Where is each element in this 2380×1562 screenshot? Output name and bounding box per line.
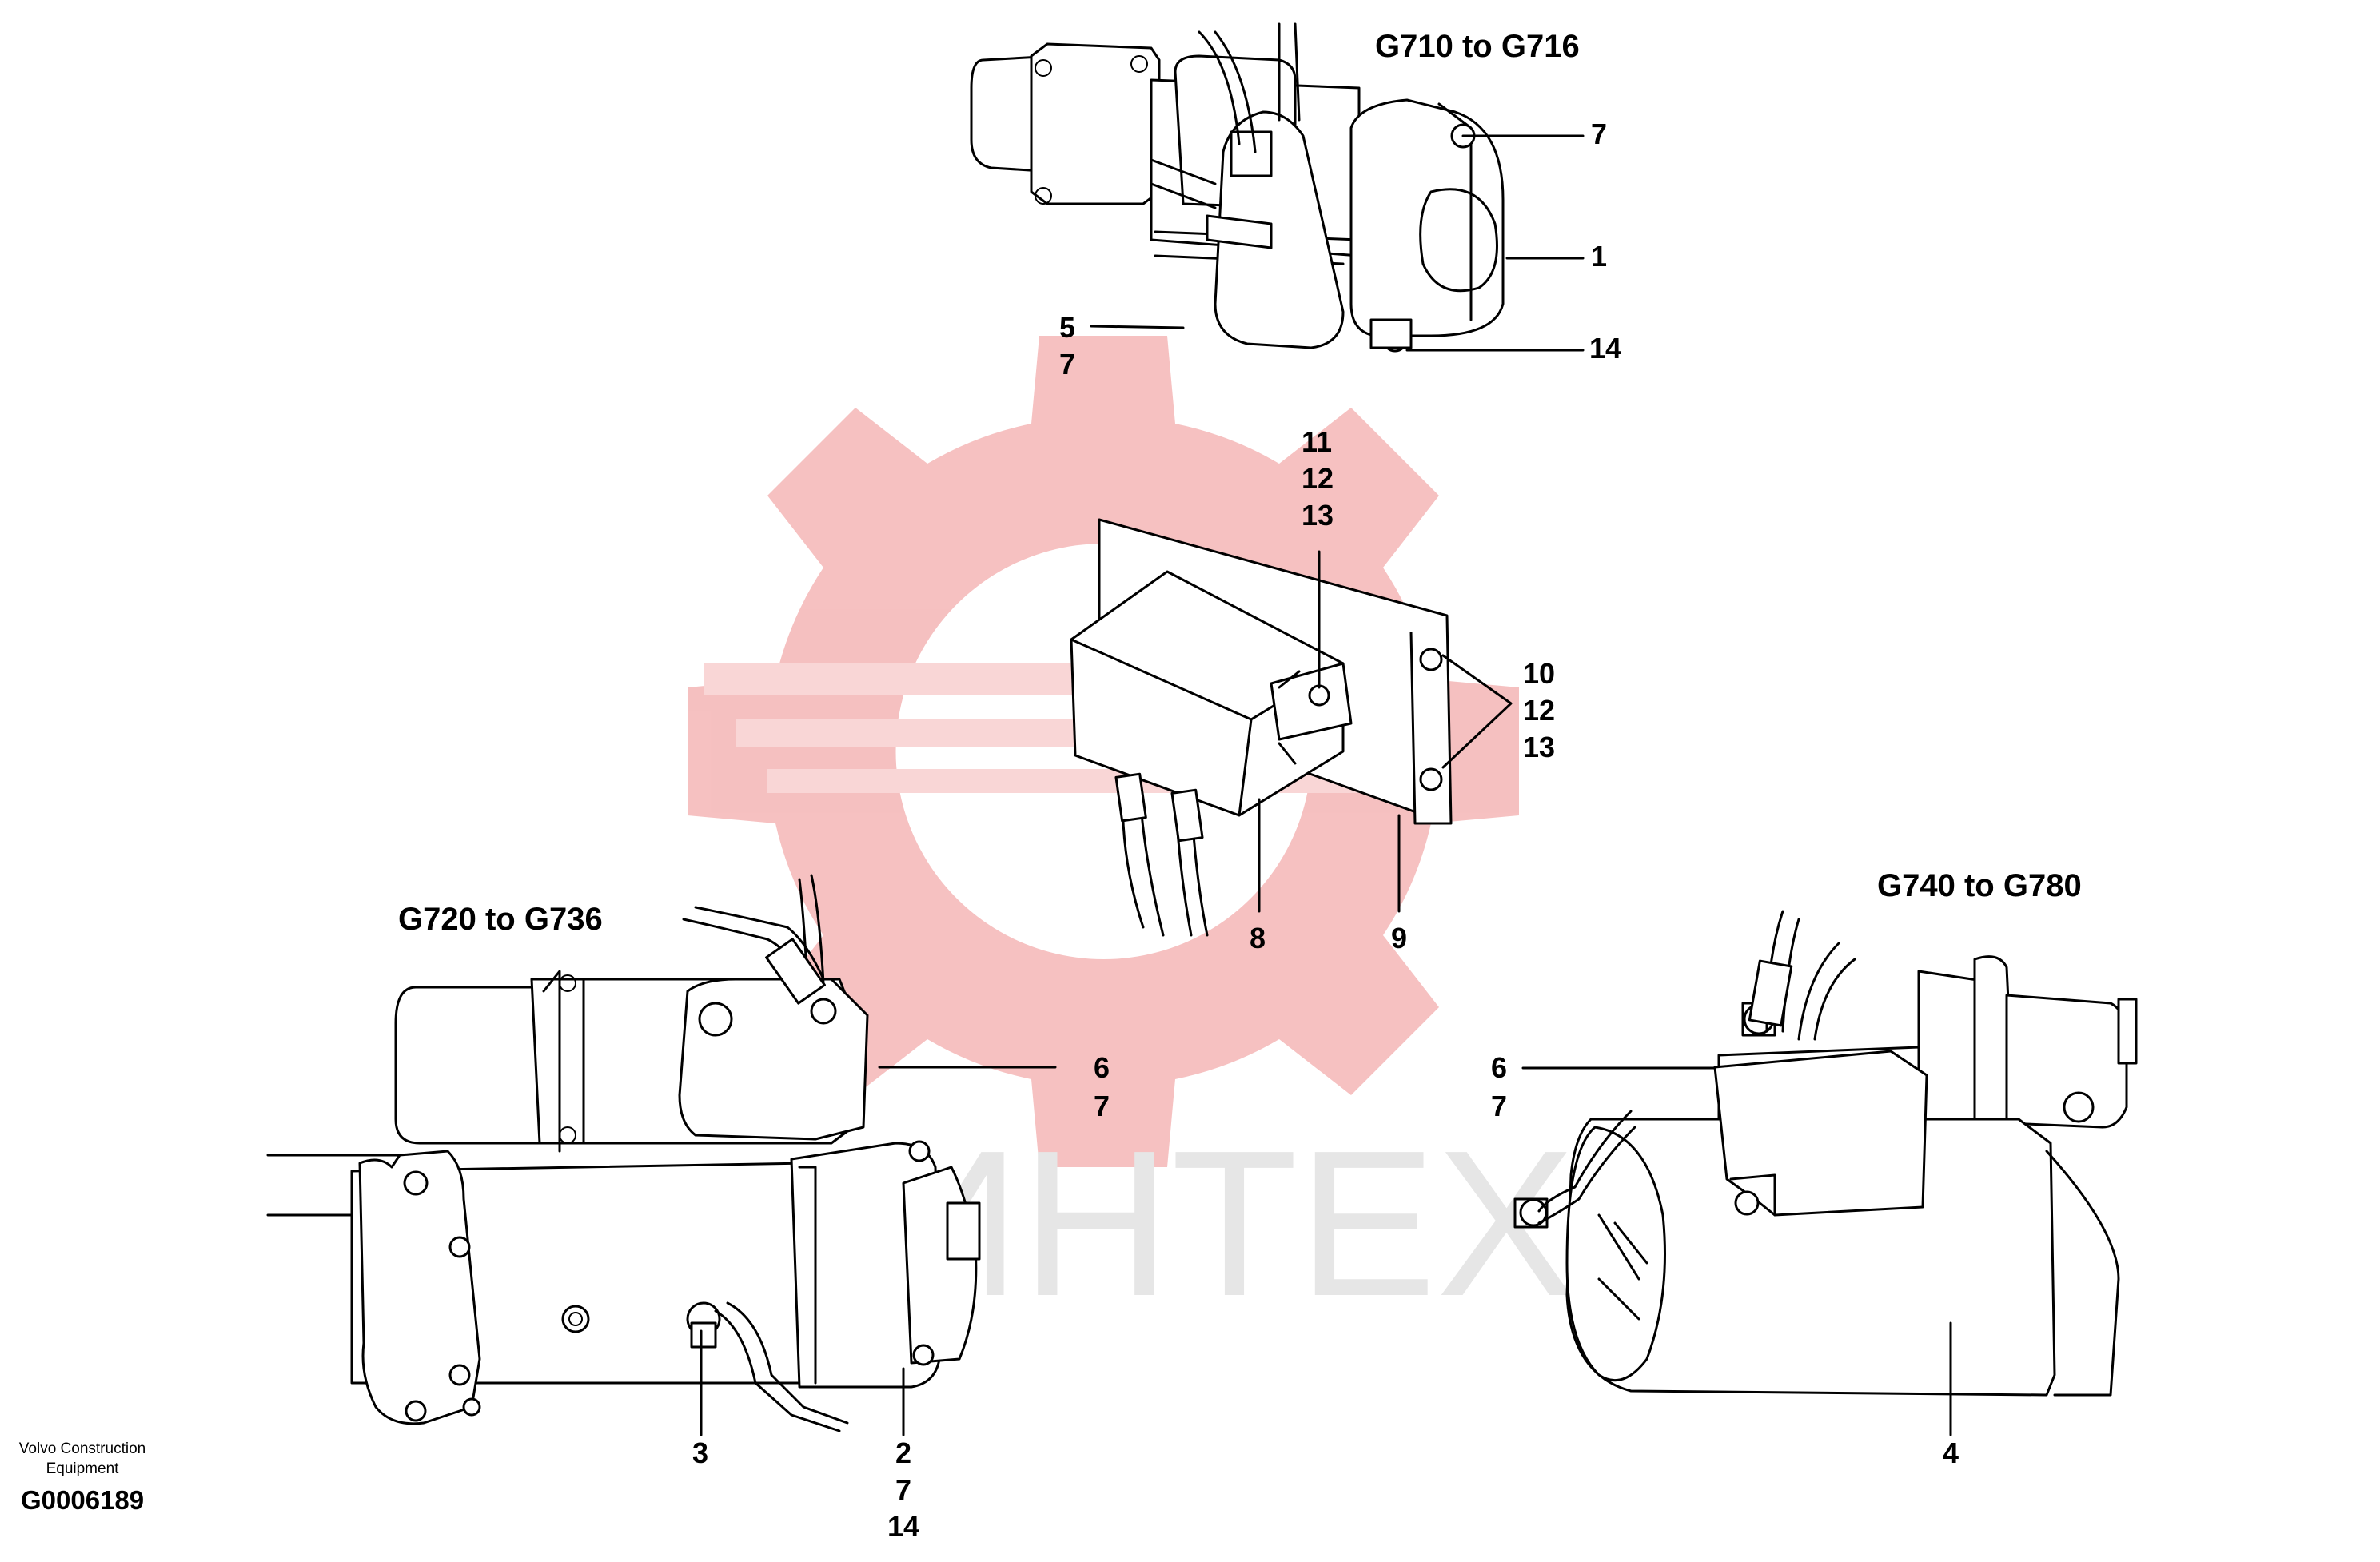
callout-mid-10: 10 (1523, 657, 1556, 690)
callout-left-3: 3 (692, 1436, 709, 1469)
callout-mid-13: 13 (1302, 499, 1334, 532)
callout-left-2-7: 7 (895, 1473, 912, 1506)
callout-mid-9: 9 (1391, 922, 1408, 954)
callout-mid-11: 11 (1302, 425, 1333, 458)
callout-left-7: 7 (1094, 1090, 1110, 1122)
starter-motor-right-icon (1513, 910, 2138, 1397)
title-g740-g780: G740 to G780 (1877, 868, 2082, 903)
callout-top-5: 5 (1059, 311, 1076, 344)
title-g710-g716: G710 to G716 (1375, 29, 1580, 64)
callout-left-2: 2 (895, 1436, 912, 1469)
watermark-text: ИНТЕХ (871, 1108, 1575, 1340)
callout-mid-13b: 13 (1523, 731, 1556, 763)
title-g720-g736: G720 to G736 (398, 902, 603, 937)
callout-mid-12: 12 (1302, 462, 1334, 495)
callout-mid-8: 8 (1250, 922, 1266, 954)
callout-top-1: 1 (1591, 240, 1608, 273)
callout-top-14: 14 (1589, 332, 1622, 365)
callout-right-7: 7 (1491, 1090, 1508, 1122)
callout-top-7: 7 (1591, 118, 1608, 150)
callout-top-5-7: 7 (1059, 348, 1076, 381)
callout-left-2-14: 14 (887, 1510, 920, 1543)
leader-lines (700, 134, 1952, 1436)
figure-id: G0006189 (21, 1485, 145, 1515)
starter-motor-left-icon (266, 874, 981, 1432)
callout-right-6: 6 (1491, 1051, 1508, 1084)
company-credit: Volvo Construction Equipment (18, 1440, 146, 1477)
starter-motor-top-icon (970, 22, 1505, 353)
callout-left-6: 6 (1094, 1051, 1110, 1084)
callout-mid-12b: 12 (1523, 694, 1556, 727)
callout-right-4: 4 (1943, 1436, 1959, 1469)
